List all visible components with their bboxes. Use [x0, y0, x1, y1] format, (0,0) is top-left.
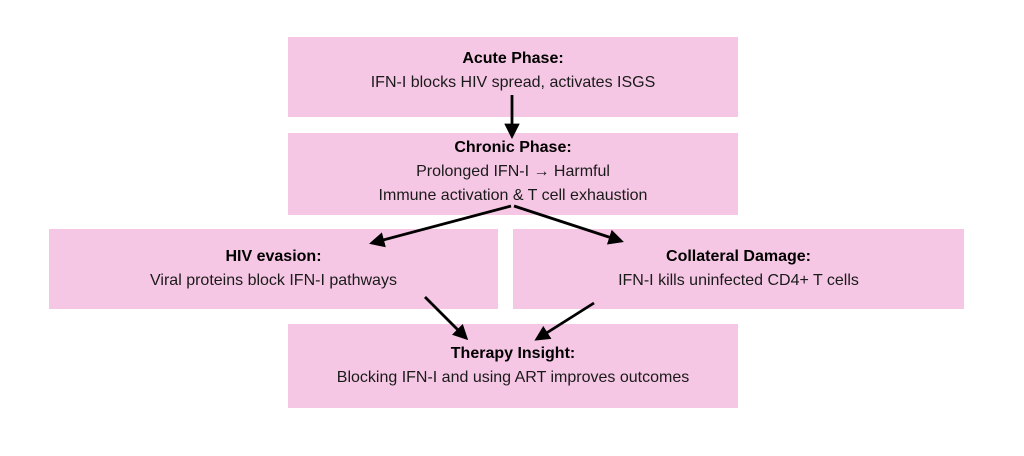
box-acute-phase-line: IFN-I blocks HIV spread, activates ISGS	[370, 74, 656, 91]
box-chronic-phase-line1: Prolonged IFN-I → Harmful	[416, 162, 610, 180]
box-hiv-evasion-line: Viral proteins block IFN-I pathways	[150, 272, 397, 289]
box-therapy-insight: Therapy Insight: Blocking IFN-I and usin…	[288, 324, 738, 408]
box-collateral-damage-line: IFN-I kills uninfected CD4+ T cells	[618, 272, 859, 289]
box-chronic-phase: Chronic Phase: Prolonged IFN-I → Harmful…	[288, 133, 738, 215]
box-acute-phase-title: Acute Phase:	[462, 50, 564, 67]
box-chronic-phase-line2: Immune activation & T cell exhaustion	[378, 186, 648, 204]
box-acute-phase: Acute Phase: IFN-I blocks HIV spread, ac…	[288, 37, 738, 117]
box-collateral-damage-title: Collateral Damage:	[666, 248, 811, 265]
box-chronic-phase-title: Chronic Phase:	[454, 138, 572, 156]
box-therapy-insight-line: Blocking IFN-I and using ART improves ou…	[336, 369, 690, 386]
box-therapy-insight-title: Therapy Insight:	[450, 345, 576, 362]
box-hiv-evasion-title: HIV evasion:	[225, 248, 322, 265]
box-hiv-evasion: HIV evasion: Viral proteins block IFN-I …	[49, 229, 498, 309]
box-collateral-damage: Collateral Damage: IFN-I kills uninfecte…	[513, 229, 964, 309]
